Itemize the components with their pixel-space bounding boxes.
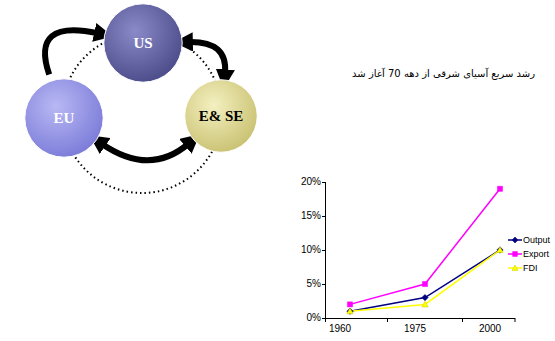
x-axis-label: 1975 [404, 323, 426, 335]
x-tick [462, 318, 463, 322]
data-line [350, 250, 500, 311]
circle-label: EU [54, 110, 75, 127]
data-line [350, 250, 500, 311]
chart-axes [322, 182, 515, 322]
circle-fill [185, 80, 258, 153]
curved-arrow [102, 144, 188, 160]
data-marker [422, 301, 428, 307]
data-marker [497, 186, 502, 191]
x-tick [325, 318, 326, 322]
x-axis-label: 2000 [479, 323, 501, 335]
data-marker [347, 308, 353, 314]
circle-fill [104, 4, 182, 82]
chart-series [347, 186, 503, 314]
data-marker [422, 281, 427, 286]
legend-item: FDI [508, 261, 550, 275]
y-axis-label: 10% [301, 244, 321, 256]
data-line [350, 189, 500, 305]
node-text-group: E& SE [199, 108, 244, 125]
eu-circle: EU [24, 78, 104, 158]
legend-sample [508, 235, 522, 245]
y-axis-label: 5% [307, 278, 321, 290]
data-marker [422, 294, 428, 300]
legend-sample [508, 249, 522, 259]
data-marker [497, 247, 503, 253]
us-circle: US [103, 3, 183, 83]
circle-label: US [133, 35, 152, 52]
ese-circle: E& SE [184, 79, 258, 153]
circle-fill [25, 79, 103, 157]
note-text: رشد سریع آسیای شرقی از دهه 70 آغاز شد [352, 68, 535, 80]
y-axis-label: 15% [301, 210, 321, 222]
x-tick [387, 318, 388, 322]
curved-arrow [189, 42, 225, 73]
y-tick [322, 250, 325, 251]
y-tick [322, 318, 325, 319]
data-marker [347, 308, 353, 314]
legend-text: FDI [522, 263, 538, 273]
x-axis-label: 1960 [329, 323, 351, 335]
legend-item: Output [508, 233, 550, 247]
legend-text: Export [522, 249, 549, 259]
node-text-group: US [133, 35, 152, 52]
chart-legend: OutputExportFDI [506, 232, 552, 276]
curved-arrow [45, 30, 98, 74]
data-marker [513, 252, 518, 257]
data-marker [512, 237, 518, 243]
y-tick [322, 216, 325, 217]
data-marker [347, 302, 352, 307]
circle-label: E& SE [199, 108, 244, 125]
legend-item: Export [508, 247, 550, 261]
node-text-group: EU [54, 110, 75, 127]
x-tick [515, 318, 516, 322]
y-tick [322, 182, 325, 183]
legend-text: Output [522, 235, 550, 245]
data-marker [497, 247, 503, 253]
data-marker [512, 265, 518, 270]
y-axis-label: 20% [301, 176, 321, 188]
y-tick [322, 284, 325, 285]
legend-sample [508, 263, 522, 273]
y-axis-label: 0% [307, 312, 321, 324]
